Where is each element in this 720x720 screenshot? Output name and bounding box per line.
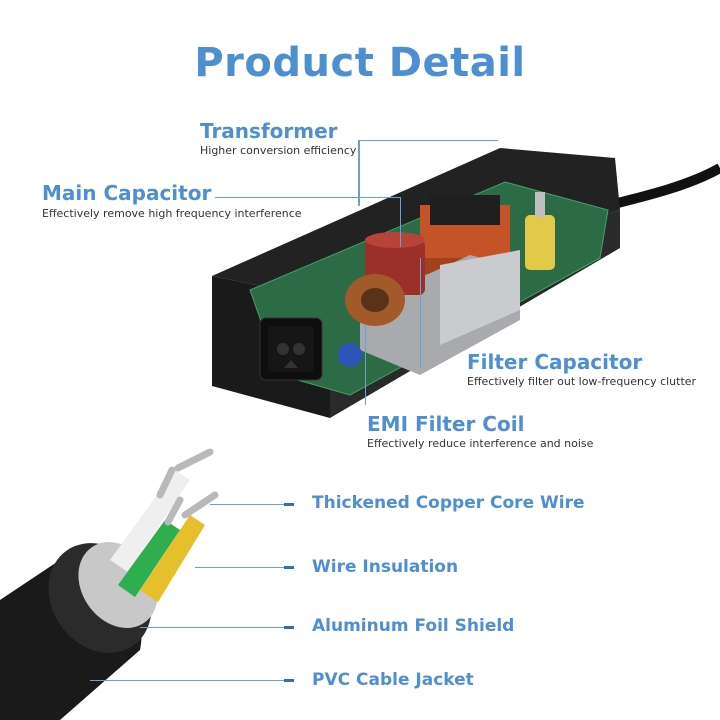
pvc-jacket-label: PVC Cable Jacket [312,670,474,690]
copper-core-leader [210,504,288,505]
x-capacitor-component [338,343,362,367]
filter-capacitor-label: Filter Capacitor [467,350,643,374]
foil-shield-label: Aluminum Foil Shield [312,616,515,636]
yellow-insulation [140,515,205,602]
emi-coil-leader [365,325,366,405]
emi-filter-coil-component [345,274,405,326]
transformer-leader-h [358,140,498,141]
foil-shield-dash [284,626,294,629]
pvc-jacket-leader [90,680,288,681]
page-title: Product Detail [194,40,526,86]
filter-capacitor-leader [420,258,421,368]
transformer-label: Transformer [200,119,338,143]
main-capacitor-leader-v [400,197,401,247]
foil-shield-leader [140,627,288,628]
wire-insulation-label: Wire Insulation [312,557,459,577]
green-insulation [118,520,180,597]
transformer-leader [358,140,360,206]
emi-filter-coil-desc: Effectively reduce interference and nois… [367,437,594,450]
main-capacitor-label: Main Capacitor [42,181,212,205]
main-capacitor-desc: Effectively remove high frequency interf… [42,207,302,220]
white-insulation [110,470,190,572]
emi-filter-coil-label: EMI Filter Coil [367,412,525,436]
wire-insulation-leader [195,567,288,568]
main-capacitor-leader [215,197,400,198]
filter-capacitor-desc: Effectively filter out low-frequency clu… [467,375,697,388]
copper-core-label: Thickened Copper Core Wire [312,493,585,513]
pvc-jacket-dash [284,679,294,682]
copper-core-strands [156,448,219,526]
ac-inlet [259,317,323,381]
filter-capacitor-component [525,192,555,270]
copper-core-dash [284,503,294,506]
wire-insulation-dash [284,566,294,569]
transformer-desc: Higher conversion efficiency [200,144,357,157]
adapter-cord [608,163,720,210]
